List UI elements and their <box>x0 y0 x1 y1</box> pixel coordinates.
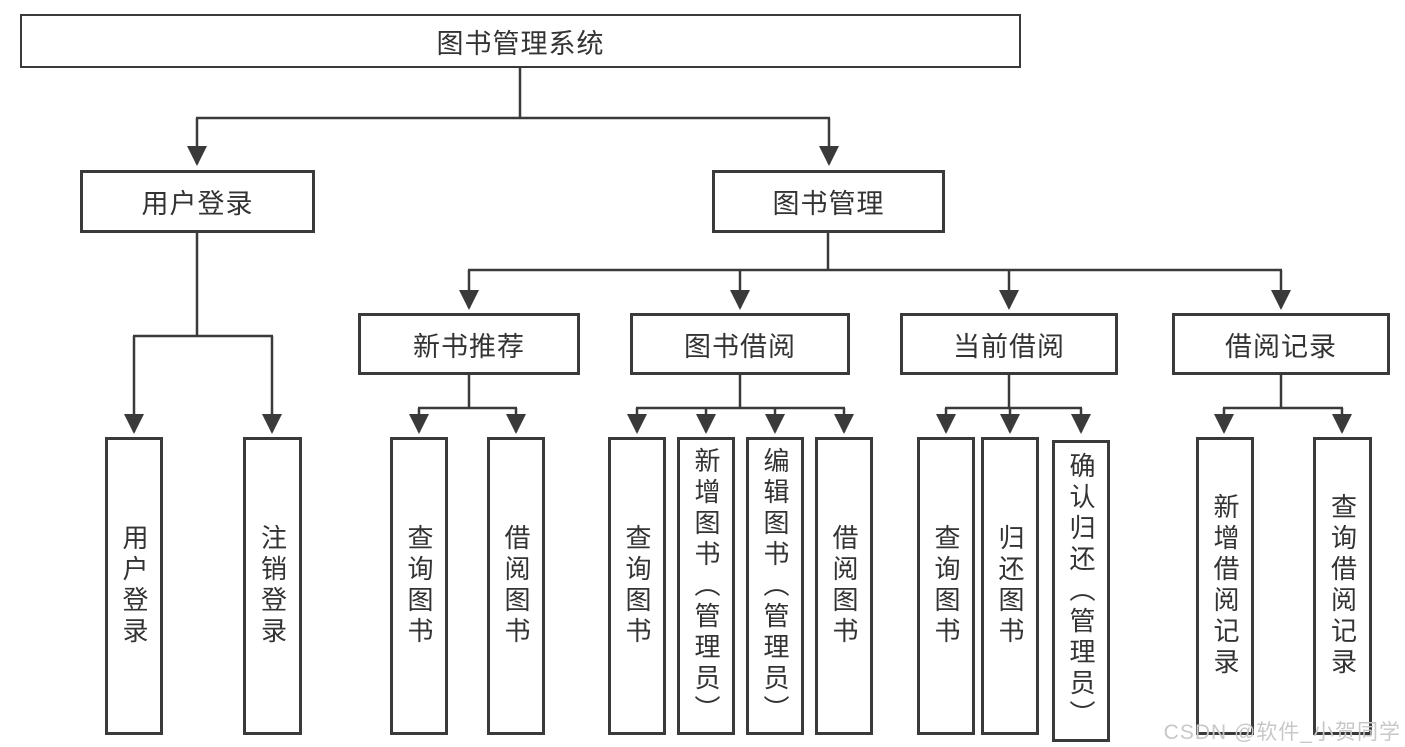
node-book-borrowing: 图书借阅 <box>630 313 850 375</box>
leaf-borrow-books: 借阅图书 <box>815 437 873 735</box>
node-new-book-recommendation: 新书推荐 <box>358 313 580 375</box>
leaf-add-borrow-record: 新增借阅记录 <box>1196 437 1254 735</box>
node-library-management-system: 图书管理系统 <box>20 14 1021 68</box>
node-user-login: 用户登录 <box>80 170 315 233</box>
leaf-return-books: 归还图书 <box>981 437 1039 735</box>
node-borrowing-records: 借阅记录 <box>1172 313 1390 375</box>
leaf-edit-books-admin: 编辑图书（管理员） <box>746 437 804 735</box>
leaf-logout: 注销登录 <box>243 437 302 735</box>
node-current-borrowing: 当前借阅 <box>900 313 1118 375</box>
leaf-user-login: 用户登录 <box>105 437 163 735</box>
csdn-watermark: CSDN @软件_小贺同学 <box>1163 721 1401 744</box>
node-book-management: 图书管理 <box>712 170 945 233</box>
leaf-query-books-current: 查询图书 <box>917 437 975 735</box>
leaf-query-books-recommend: 查询图书 <box>390 437 448 735</box>
leaf-confirm-return-admin: 确认归还（管理员） <box>1052 440 1110 742</box>
leaf-add-books-admin: 新增图书（管理员） <box>677 437 735 735</box>
leaf-borrow-books-recommend: 借阅图书 <box>487 437 545 735</box>
leaf-query-borrow-record: 查询借阅记录 <box>1313 437 1372 735</box>
leaf-query-books-borrowing: 查询图书 <box>608 437 666 735</box>
